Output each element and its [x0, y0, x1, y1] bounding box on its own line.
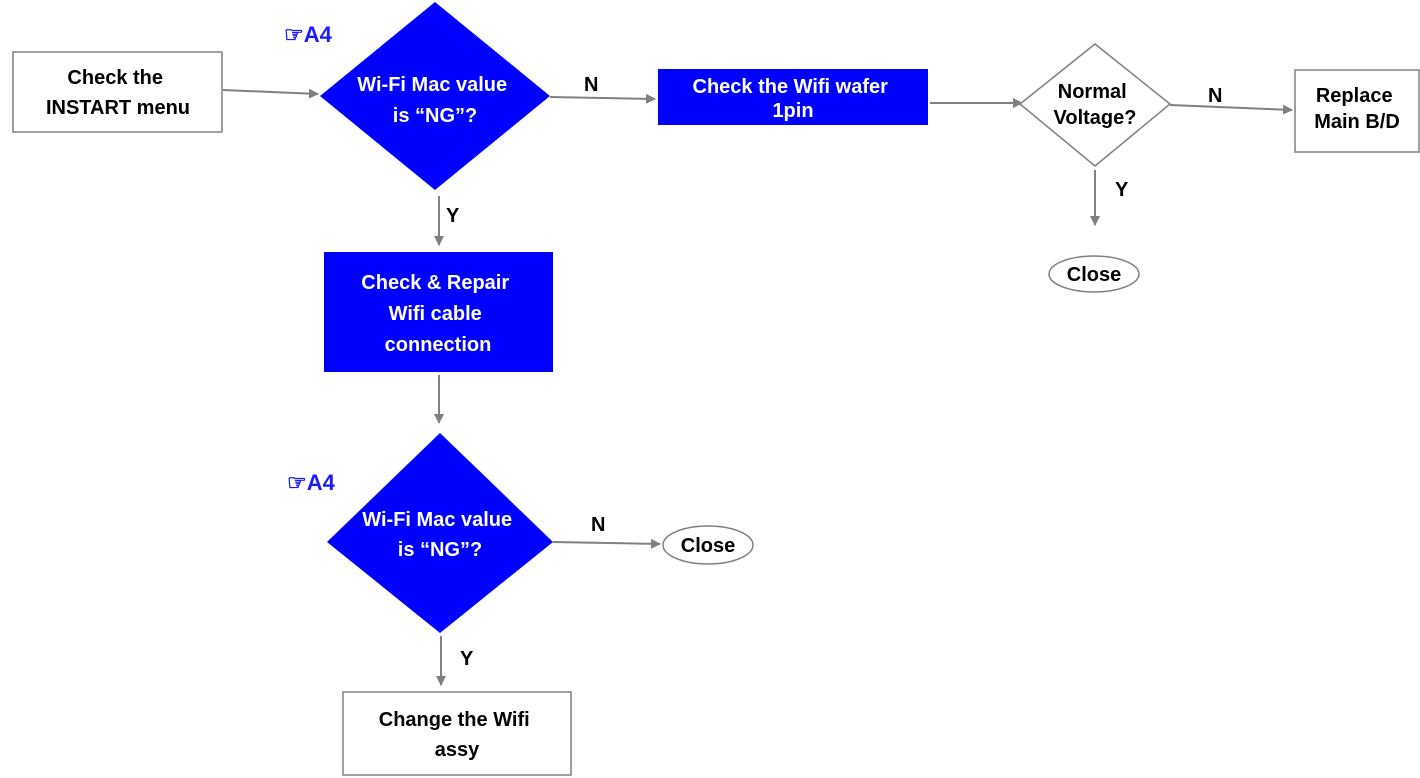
decision-mac-1: [320, 2, 550, 190]
close-terminal-2: [662, 525, 754, 565]
arrow-mac1-to-wafer: [549, 93, 656, 104]
replace-main-line-1: Replace: [1316, 85, 1393, 107]
edge-label-mac2-no: N: [591, 514, 605, 536]
close-terminal-1: [1048, 255, 1140, 293]
edge-label-mac1-no: N: [584, 74, 598, 96]
decision-voltage: [1018, 43, 1172, 167]
change-wifi-line-2: assy: [435, 739, 480, 761]
check-wafer-line-2: 1pin: [772, 100, 813, 122]
svg-text:Check the INSTART menu: Check the INSTART menu: [46, 67, 190, 119]
decision-mac-1-line-2: is “NG”?: [393, 105, 477, 127]
edge-label-voltage-yes: Y: [1115, 179, 1129, 201]
close-terminal-1-label: Close: [1067, 264, 1121, 286]
repair-cable-line-1: Check & Repair: [361, 272, 509, 294]
close-terminal-2-label: Close: [681, 535, 735, 557]
svg-text:Check & Repair Wifi cable: Check & Repair Wifi cable connection: [361, 272, 514, 356]
svg-text:Normal Voltage?: Normal Voltage?: [1054, 81, 1137, 129]
edge-label-mac2-yes: Y: [460, 648, 474, 670]
check-instart-line-1: Check the: [67, 67, 163, 89]
repair-cable-box: [324, 252, 553, 372]
arrow-mac2-to-close: [552, 538, 661, 549]
decision-mac-1-line-1: Wi-Fi Mac value: [357, 74, 507, 96]
decision-voltage-line-1: Normal: [1058, 81, 1127, 103]
check-wafer-box: [658, 69, 928, 125]
arrow-voltage-to-replace: [1169, 104, 1293, 115]
change-wifi-box: [342, 691, 572, 776]
reference-a4-top: ☞A4: [284, 22, 333, 47]
edge-label-mac1-yes: Y: [446, 205, 460, 227]
repair-cable-line-2: Wifi cable: [389, 303, 482, 325]
change-wifi-line-1: Change the Wifi: [379, 709, 530, 731]
arrow-instart-to-mac1: [222, 88, 319, 99]
svg-text:Change the Wifi assy: Change the Wifi assy: [379, 709, 536, 761]
svg-text:Check the Wifi wafer 1pin: Check the Wifi wafer 1pin: [693, 76, 894, 122]
edge-label-voltage-no: N: [1208, 85, 1222, 107]
decision-voltage-line-2: Voltage?: [1054, 107, 1137, 129]
check-wafer-line-1: Check the Wifi wafer: [693, 76, 889, 98]
decision-mac-2-line-1: Wi-Fi Mac value: [362, 509, 512, 531]
svg-text:Wi-Fi Mac value is “NG”?: Wi-Fi Mac value is “NG”?: [357, 74, 512, 127]
check-instart-box: [12, 51, 223, 133]
decision-mac-2-line-2: is “NG”?: [398, 539, 482, 561]
svg-text:Wi-Fi Mac value is “NG”?: Wi-Fi Mac value is “NG”?: [362, 509, 517, 561]
replace-main-box: [1294, 69, 1420, 153]
decision-mac-2: [327, 433, 553, 633]
reference-a4-bottom: ☞A4: [287, 470, 336, 495]
replace-main-line-2: Main B/D: [1314, 111, 1400, 133]
check-instart-line-2: INSTART menu: [46, 97, 190, 119]
svg-text:Replace Main B/D: Replace Main B/D: [1314, 85, 1400, 133]
repair-cable-line-3: connection: [385, 334, 492, 356]
